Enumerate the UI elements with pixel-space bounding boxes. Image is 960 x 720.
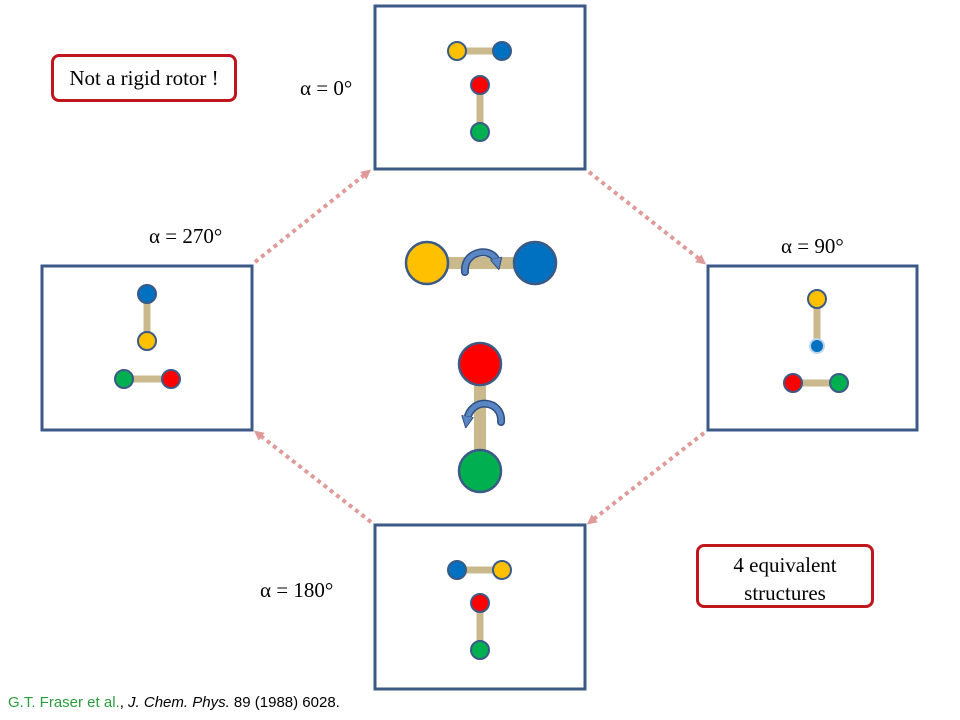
transition-arrow-bottom-to-left xyxy=(253,430,373,524)
citation-sep: , xyxy=(119,694,129,711)
equivalent-structures-note: 4 equivalent structures xyxy=(696,544,874,608)
atom-yellow xyxy=(447,41,467,61)
note-line-1: 4 equivalent xyxy=(733,553,837,577)
atom-yellow-large xyxy=(404,240,450,286)
atom-red xyxy=(783,373,803,393)
transition-arrow-left-to-top xyxy=(253,169,372,264)
atom-blue xyxy=(447,560,467,580)
atom-yellow xyxy=(807,289,827,309)
citation-details: 89 (1988) 6028. xyxy=(229,694,340,711)
molecule-bottom xyxy=(447,560,512,660)
transition-arrow-right-to-bottom xyxy=(586,431,706,525)
atom-red xyxy=(470,75,490,95)
atom-green xyxy=(470,122,490,142)
atom-green xyxy=(829,373,849,393)
atom-blue-large xyxy=(512,240,558,286)
atom-green xyxy=(470,640,490,660)
angle-label-180: α = 180° xyxy=(260,578,334,602)
molecule-right xyxy=(783,289,849,393)
center-molecule-vertical xyxy=(457,341,505,494)
citation: G.T. Fraser et al., J. Chem. Phys. 89 (1… xyxy=(8,694,340,711)
transition-arrow-top-to-right xyxy=(587,170,707,265)
angle-label-270: α = 270° xyxy=(149,224,223,248)
atom-yellow xyxy=(492,560,512,580)
atom-green-large xyxy=(457,448,503,494)
molecule-top xyxy=(447,41,512,142)
atom-red xyxy=(161,369,181,389)
citation-journal: J. Chem. Phys. xyxy=(128,694,230,711)
center-molecule-horizontal xyxy=(404,240,558,286)
atom-blue xyxy=(137,284,157,304)
note-line-2: structures xyxy=(744,581,826,605)
atom-red xyxy=(470,593,490,613)
angle-label-0: α = 0° xyxy=(300,76,353,100)
atom-green xyxy=(114,369,134,389)
angle-label-90: α = 90° xyxy=(781,234,844,258)
atom-blue xyxy=(492,41,512,61)
atom-red-large xyxy=(457,341,503,387)
molecule-left xyxy=(114,284,181,389)
atom-yellow xyxy=(137,331,157,351)
atom-blue xyxy=(809,338,825,354)
not-rigid-rotor-note: Not a rigid rotor ! xyxy=(51,54,237,102)
citation-authors: G.T. Fraser et al. xyxy=(8,694,120,711)
